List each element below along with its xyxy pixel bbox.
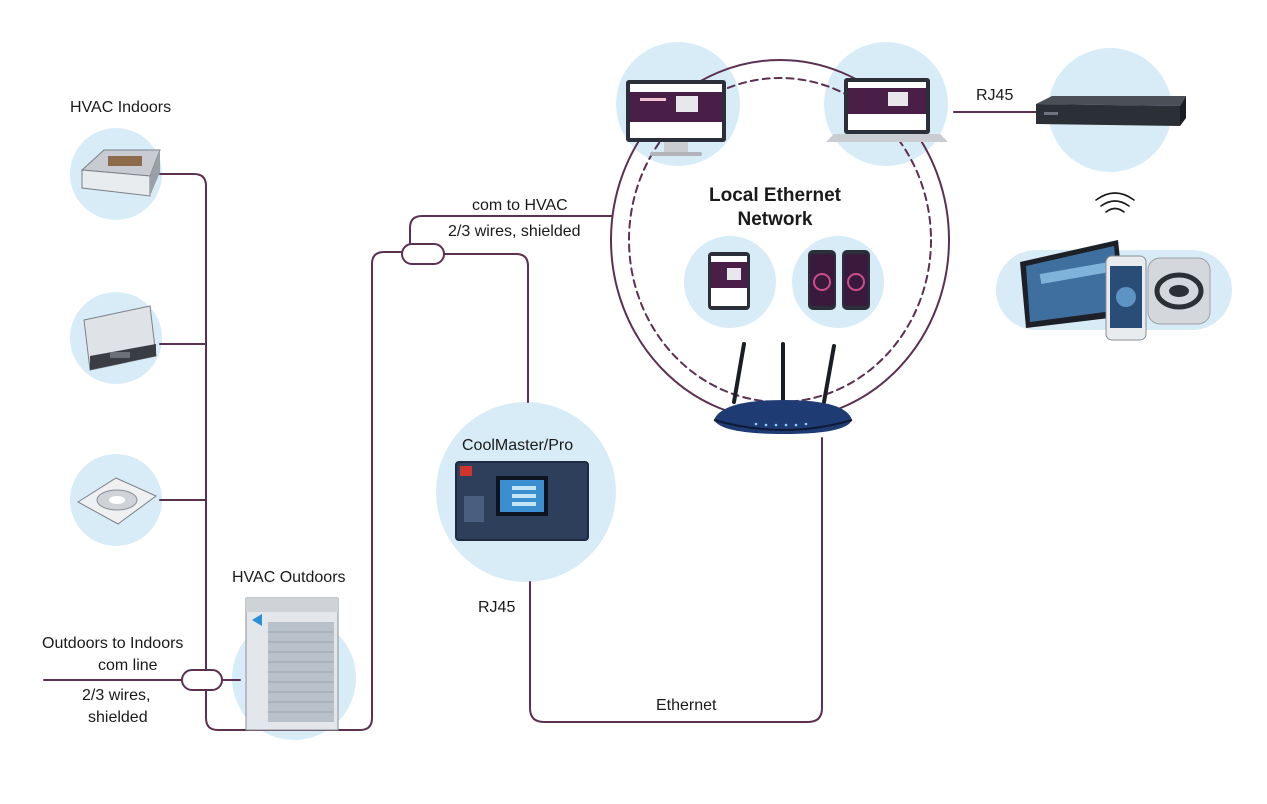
hvac-outdoors-label: HVAC Outdoors bbox=[232, 569, 346, 586]
local-ethernet-title-2: Network bbox=[737, 209, 813, 230]
tablet-icon bbox=[708, 252, 750, 310]
round-cassette-icon bbox=[77, 477, 157, 525]
wall-split-unit-icon bbox=[83, 305, 157, 371]
local-ethernet-title-1: Local Ethernet bbox=[709, 185, 841, 206]
wifi-signal-icon bbox=[1095, 192, 1135, 213]
wires-shielded-label-2: shielded bbox=[88, 709, 148, 726]
rj45-right-label: RJ45 bbox=[976, 87, 1014, 104]
ethernet-label: Ethernet bbox=[656, 697, 717, 714]
coolmaster-label: CoolMaster/Pro bbox=[462, 437, 574, 454]
network-switch-icon bbox=[1036, 96, 1186, 126]
com-line-label: com line bbox=[98, 657, 158, 674]
hvac-indoors-label: HVAC Indoors bbox=[70, 99, 172, 116]
wires-shielded-top-label: 2/3 wires, shielded bbox=[448, 223, 581, 240]
rj45-left-label: RJ45 bbox=[478, 599, 516, 616]
mobile-devices-icon bbox=[1020, 240, 1211, 341]
laptop-icon bbox=[826, 78, 948, 142]
outdoor-unit-icon bbox=[245, 597, 339, 731]
connector-left bbox=[181, 669, 223, 691]
outdoors-to-indoors-label: Outdoors to Indoors bbox=[42, 635, 184, 652]
com-to-hvac-label: com to HVAC bbox=[472, 197, 568, 214]
ceiling-cassette-icon bbox=[80, 149, 161, 197]
connector-top bbox=[401, 243, 445, 265]
wifi-router-icon bbox=[713, 342, 853, 434]
desktop-monitor-icon bbox=[626, 80, 726, 156]
bubbles bbox=[70, 42, 1232, 740]
wires-shielded-label-1: 2/3 wires, bbox=[82, 687, 151, 704]
coolmaster-controller-icon bbox=[455, 461, 589, 541]
smartphone-icon bbox=[808, 250, 870, 310]
